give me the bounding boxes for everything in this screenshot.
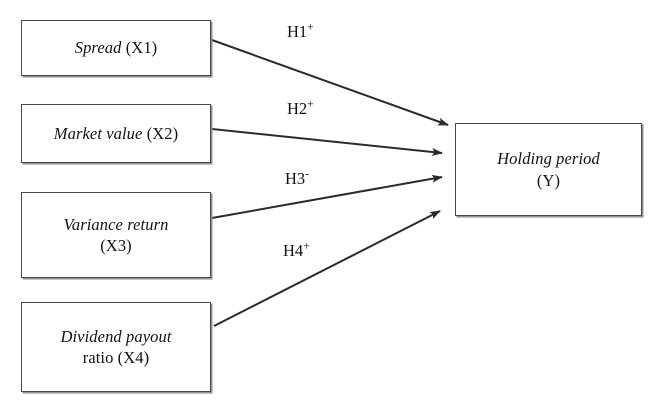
arrow-h4: [213, 210, 441, 327]
hypothesis-label-h2-sign: +: [307, 96, 314, 111]
node-label-code: (X3): [100, 236, 132, 255]
node-label-code: (Y): [536, 170, 561, 190]
node-box-dividend-payout-ratio-x4[interactable]: Dividend payout ratio (X4): [21, 302, 211, 392]
hypothesis-label-h1: H1+: [287, 21, 314, 41]
hypothesis-label-h4: H4+: [283, 240, 310, 260]
hypothesis-label-h1-text: H1: [287, 22, 308, 41]
node-label-market-value-x2: Market value (X2): [48, 123, 185, 144]
node-label-name: Spread: [74, 38, 122, 58]
node-label-name: Market value: [53, 123, 143, 143]
node-label-code: (X2): [146, 123, 179, 143]
node-label-variance-return-x3: Variance return (X3): [58, 214, 175, 256]
node-label-code: ratio (X4): [82, 348, 150, 367]
hypothesis-label-h4-text: H4: [283, 241, 304, 260]
hypothesis-label-h1-sign: +: [307, 19, 314, 34]
arrow-h2: [211, 128, 443, 156]
node-label-name: Variance return: [63, 214, 169, 234]
node-box-variance-return-x3[interactable]: Variance return (X3): [21, 192, 211, 278]
node-label-spread-x1: Spread (X1): [69, 37, 164, 58]
node-box-spread-x1[interactable]: Spread (X1): [21, 20, 211, 76]
hypothesis-label-h3-sign: -: [305, 166, 310, 181]
hypothesis-label-h4-sign: +: [303, 238, 310, 253]
node-box-holding-period-y[interactable]: Holding period (Y): [455, 123, 642, 216]
hypothesis-label-h3-text: H3: [285, 169, 306, 188]
node-label-name: Holding period: [497, 149, 600, 169]
node-label-holding-period-y: Holding period (Y): [491, 148, 606, 190]
node-box-market-value-x2[interactable]: Market value (X2): [21, 104, 211, 163]
node-label-code: (X1): [125, 38, 158, 58]
arrow-h1: [211, 39, 449, 126]
hypothesis-label-h3: H3-: [285, 168, 309, 188]
hypothesis-label-h2-text: H2: [287, 99, 308, 118]
hypothesis-label-h2: H2+: [287, 98, 314, 118]
node-label-dividend-payout-ratio-x4: Dividend payout ratio (X4): [54, 326, 177, 368]
node-label-name: Dividend payout: [60, 326, 172, 346]
arrow-h3: [211, 174, 443, 219]
